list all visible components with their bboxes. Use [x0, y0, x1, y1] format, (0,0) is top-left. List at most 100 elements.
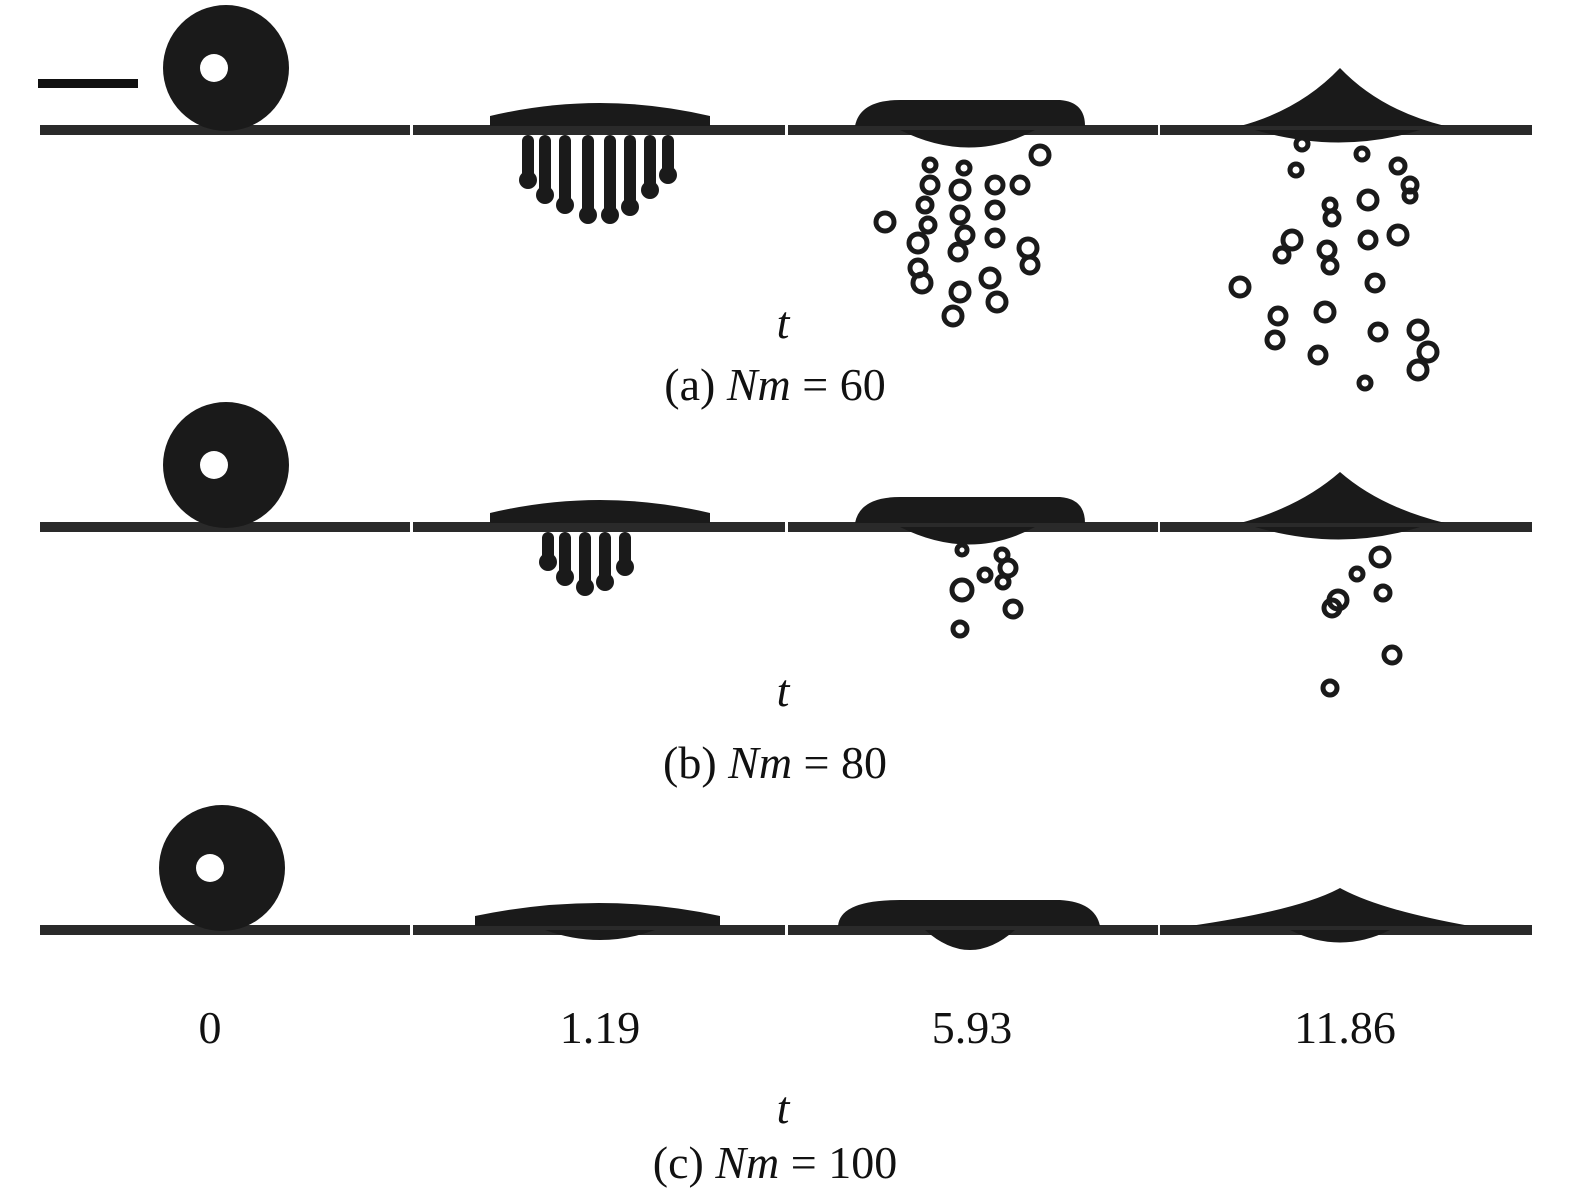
released-bubble [1307, 344, 1329, 366]
panel-prefix: (b) [663, 737, 717, 788]
spreading-lamella [490, 500, 710, 523]
released-bubble [906, 231, 930, 255]
panel-caption-b: (b) Nm = 80 [663, 740, 887, 786]
spreading-lamella [475, 903, 720, 926]
fluid-finger [599, 532, 611, 582]
finger-tip-drop [576, 578, 594, 596]
finger-tip-drop [519, 171, 537, 189]
time-value-3: 11.86 [1294, 1002, 1396, 1053]
fluid-finger [539, 135, 551, 195]
fluid-finger [582, 135, 594, 215]
released-bubble [984, 199, 1006, 221]
flattened-droplet [838, 900, 1100, 926]
panel-caption-a: (a) Nm = 60 [664, 362, 885, 408]
released-bubble [1416, 340, 1440, 364]
released-bubble [1348, 565, 1366, 583]
released-bubble [1267, 305, 1289, 327]
released-bubble [949, 204, 971, 226]
panel-value: = 80 [803, 737, 887, 788]
panel-value: = 60 [802, 359, 886, 410]
released-bubble [985, 290, 1009, 314]
released-bubble [1367, 321, 1389, 343]
time-value-2: 5.93 [931, 1002, 1013, 1053]
released-bubble [947, 241, 969, 263]
spreading-lamella [490, 103, 710, 126]
panel-value: = 100 [790, 1137, 898, 1188]
droplet-highlight [200, 451, 228, 479]
released-bubble [1373, 583, 1393, 603]
released-bubble [1320, 256, 1340, 276]
released-bubble [1028, 143, 1052, 167]
fluid-finger [579, 532, 591, 587]
fluid-finger [619, 532, 631, 567]
released-bubble [994, 573, 1012, 591]
fluid-finger [559, 532, 571, 577]
released-bubble [1016, 236, 1040, 260]
released-bubble [978, 266, 1002, 290]
released-bubble [1386, 223, 1410, 247]
penetrating-bulge [1290, 930, 1390, 943]
flattened-droplet [855, 100, 1085, 126]
droplet-highlight [200, 54, 228, 82]
fluid-finger [662, 135, 674, 175]
released-bubble [915, 195, 935, 215]
released-bubble [1388, 156, 1408, 176]
released-bubble [1357, 229, 1379, 251]
finger-tip-drop [579, 206, 597, 224]
finger-tip-drop [641, 181, 659, 199]
scale-bar [38, 79, 138, 88]
finger-tip-drop [556, 196, 574, 214]
released-bubble [1353, 145, 1371, 163]
penetrating-bulge [900, 527, 1035, 545]
droplet-highlight [196, 854, 224, 882]
finger-tip-drop [601, 206, 619, 224]
released-bubble [1287, 161, 1305, 179]
released-bubble [1356, 188, 1380, 212]
released-bubble [976, 566, 994, 584]
released-bubble [1264, 329, 1286, 351]
released-bubble [984, 174, 1006, 196]
released-bubble [1228, 275, 1252, 299]
released-bubble [954, 224, 976, 246]
time-axis-label-b: t [776, 665, 790, 716]
released-bubble [1316, 239, 1338, 261]
finger-tip-drop [659, 166, 677, 184]
released-bubble [948, 280, 972, 304]
penetrating-bulge [900, 130, 1035, 148]
time-axis-label-a: t [776, 297, 790, 348]
panel-variable: Nm [728, 737, 793, 788]
substrate-line [413, 125, 785, 135]
finger-tip-drop [556, 568, 574, 586]
finger-tip-drop [539, 553, 557, 571]
flattened-droplet [855, 497, 1085, 523]
released-bubble [1381, 644, 1403, 666]
fluid-finger [644, 135, 656, 190]
released-bubble [1272, 245, 1292, 265]
recoiling-droplet [1190, 888, 1470, 926]
fluid-finger [522, 135, 534, 180]
released-bubble [1293, 135, 1311, 153]
released-bubble [984, 227, 1006, 249]
released-bubble [1406, 358, 1430, 382]
penetrating-bulge [1255, 130, 1420, 143]
finger-tip-drop [621, 198, 639, 216]
released-bubble [1009, 174, 1031, 196]
released-bubble [910, 271, 934, 295]
released-bubble [1280, 228, 1304, 252]
released-bubble [1322, 208, 1342, 228]
fluid-finger [624, 135, 636, 207]
recoiling-droplet [1240, 68, 1445, 126]
panel-caption-c: (c) Nm = 100 [653, 1140, 897, 1186]
finger-tip-drop [536, 186, 554, 204]
released-bubble [950, 619, 970, 639]
penetrating-bulge [925, 930, 1015, 950]
finger-tip-drop [616, 558, 634, 576]
fluid-finger [604, 135, 616, 215]
released-bubble [919, 174, 941, 196]
released-bubble [1364, 272, 1386, 294]
penetrating-bulge [1255, 527, 1420, 540]
released-bubble [1002, 598, 1024, 620]
released-bubble [1368, 545, 1392, 569]
